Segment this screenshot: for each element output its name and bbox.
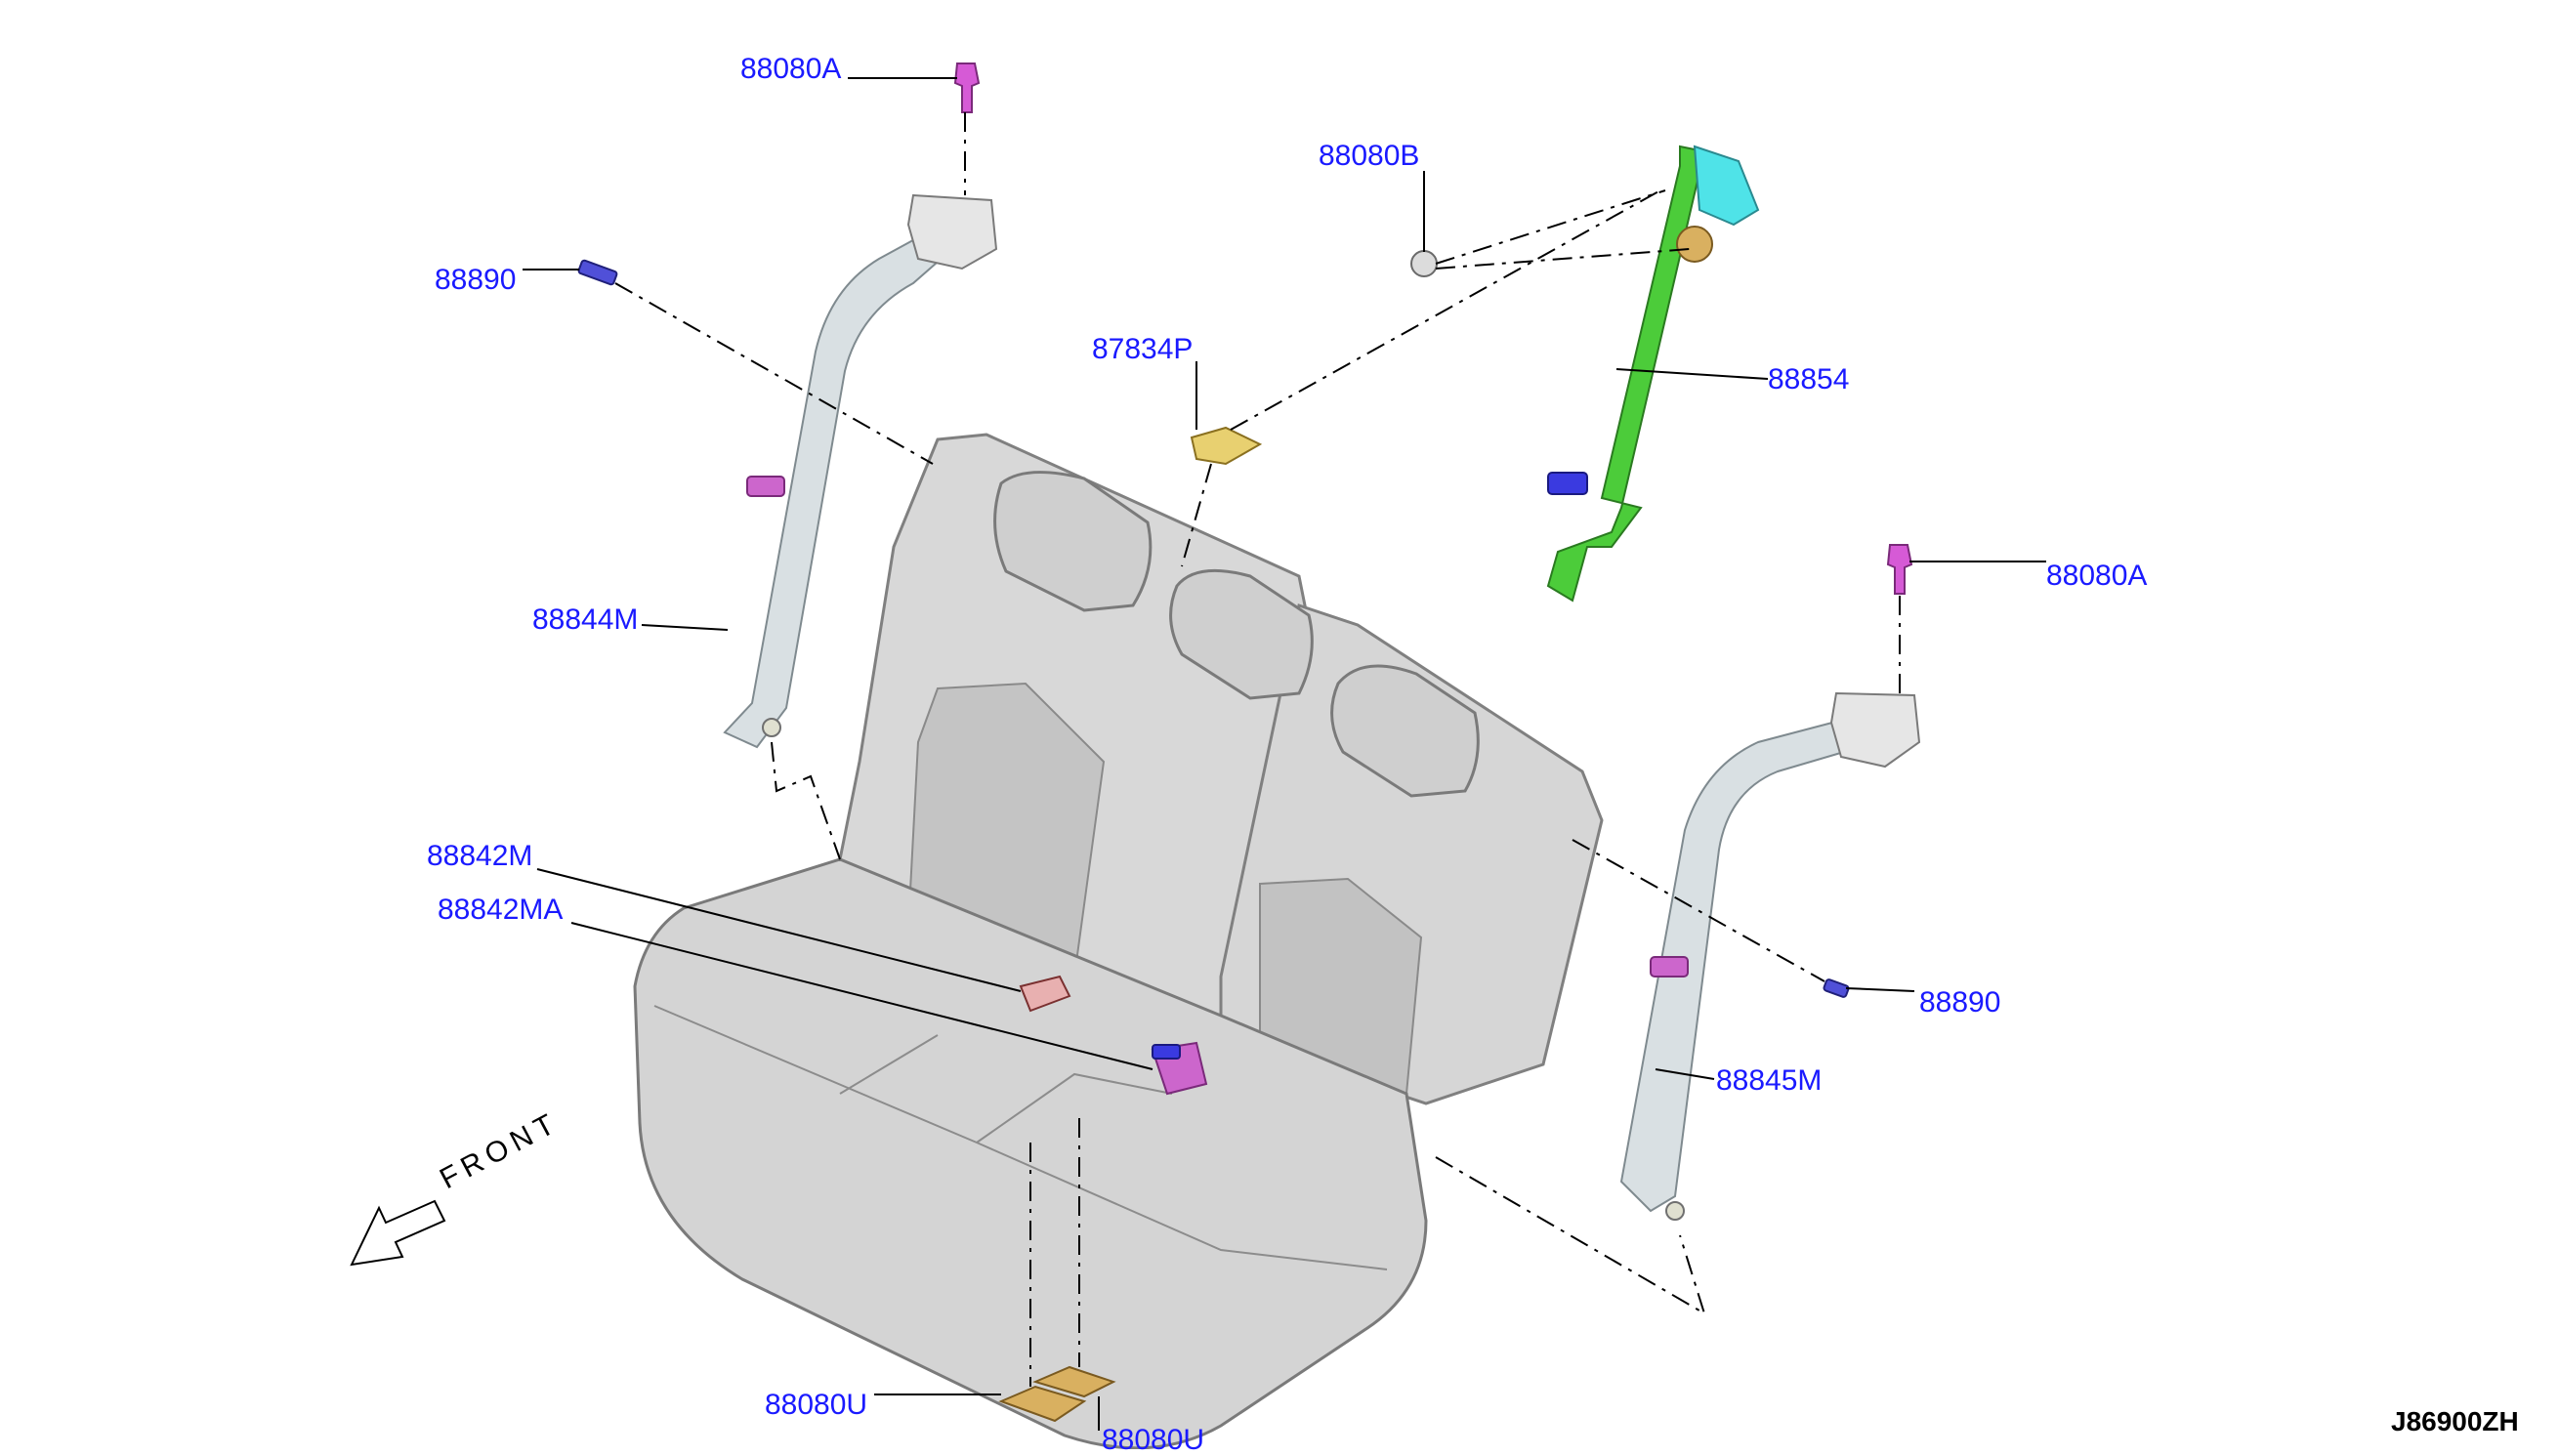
callout-87834p: 87834P — [1092, 333, 1194, 365]
belt-right-outer — [1619, 691, 1921, 1221]
belt-left-anchor — [762, 718, 781, 737]
callout-88844m: 88844M — [532, 603, 639, 636]
belt-right-anchor — [1665, 1201, 1685, 1221]
belt-left-guide — [746, 476, 785, 497]
belt-center-guide — [1547, 472, 1588, 495]
headrest-left — [993, 471, 1153, 612]
bolt-88890-right — [1823, 978, 1850, 998]
assembly-line-left-88890 — [614, 282, 934, 465]
assembly-line-right-88890 — [1572, 839, 1825, 982]
assembly-line-left-anchor — [771, 741, 841, 860]
callout-88890-left: 88890 — [435, 264, 517, 296]
callout-88845m: 88845M — [1716, 1064, 1823, 1097]
assembly-lines — [614, 112, 1901, 1387]
assembly-line-right-anchor — [1435, 1156, 1706, 1316]
callout-88842ma: 88842MA — [438, 894, 564, 926]
seat-cushion-seam — [653, 1005, 1388, 1270]
assembly-line-87834p — [1230, 189, 1661, 431]
belt-center — [1546, 145, 1760, 603]
callout-88080u-right: 88080U — [1102, 1424, 1205, 1456]
belt-left-retractor — [906, 193, 998, 270]
leader-88845m — [1655, 1068, 1715, 1080]
seat-back-panel-right — [1259, 877, 1423, 1096]
front-arrow-shape — [350, 1199, 446, 1267]
belt-right-webbing — [1619, 716, 1863, 1213]
leader-lines — [523, 77, 2046, 1431]
small-parts — [577, 62, 1913, 1423]
callout-88080a-left: 88080A — [740, 53, 842, 85]
bolt-88890-left — [577, 259, 618, 286]
cover-87834p — [1190, 426, 1263, 466]
assembly-line-88080b-b — [1435, 248, 1691, 270]
headrest-right — [1330, 664, 1480, 798]
belt-center-spool — [1676, 226, 1713, 263]
leader-88842m — [536, 868, 1022, 992]
callout-88080b: 88080B — [1319, 140, 1420, 172]
belt-right-guide — [1650, 956, 1689, 978]
assembly-line-87834p-seat — [1181, 463, 1212, 567]
front-arrow — [350, 1199, 446, 1267]
callout-88080a-right: 88080A — [2046, 560, 2148, 592]
leader-88890-right — [1845, 987, 1915, 992]
callout-88842m: 88842M — [427, 840, 533, 872]
drawing-code: J86900ZH — [2391, 1406, 2519, 1436]
callout-88890-right: 88890 — [1919, 986, 2001, 1019]
leader-88854 — [1615, 368, 1769, 380]
leader-88844m — [641, 624, 729, 631]
pad-88080u-right — [1032, 1365, 1116, 1398]
bolt-88080a-right — [1886, 544, 1913, 595]
buckle-88842m — [1019, 975, 1071, 1013]
buckle-88842ma-top — [1152, 1044, 1181, 1060]
bolt-88080a-left — [953, 62, 981, 113]
belt-center-retractor — [1693, 145, 1760, 227]
nut-88080b — [1410, 250, 1438, 277]
headrest-center — [1169, 568, 1314, 700]
belt-center-webbing — [1546, 145, 1706, 603]
leader-88842ma — [570, 922, 1153, 1070]
belt-left-webbing — [723, 228, 954, 749]
pad-88080u-left — [998, 1385, 1087, 1423]
callout-88854: 88854 — [1768, 363, 1850, 395]
belt-right-retractor — [1829, 691, 1921, 769]
assembly-line-88080b-a — [1435, 189, 1666, 265]
callout-88080u-left: 88080U — [765, 1389, 868, 1421]
belt-left-outer — [723, 193, 998, 749]
